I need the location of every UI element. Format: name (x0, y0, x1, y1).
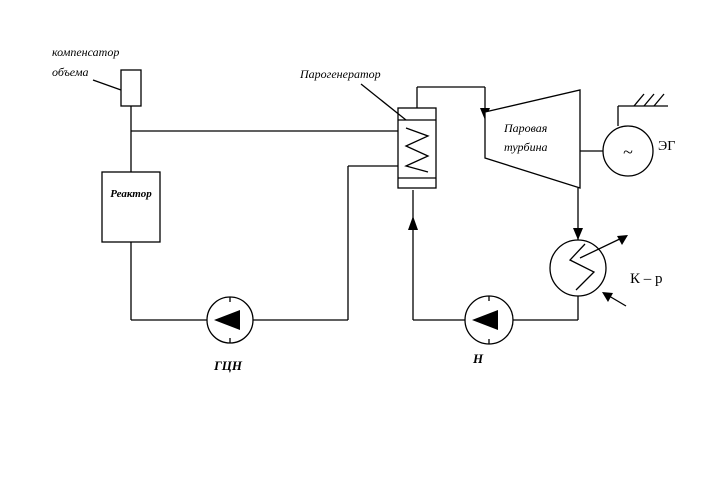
condenser-coil (568, 243, 596, 291)
feed-pump-arrow (472, 310, 498, 330)
cooling-in-arrow (602, 292, 613, 302)
compensator-leader (92, 79, 122, 91)
feed-pump: Н (464, 295, 514, 366)
steam-generator: Парогенератор (299, 67, 437, 189)
feed-line-arrow (408, 216, 418, 230)
volume-compensator: компенсатор объема (52, 45, 142, 107)
ground-hatch-2 (643, 93, 655, 107)
cooling-water-out (579, 235, 627, 259)
reactor: Реактор (101, 171, 161, 243)
ground-hatch-1 (633, 93, 645, 107)
ground-hatch-3 (653, 93, 665, 107)
generator-circle (602, 125, 654, 177)
reactor-label: Реактор (110, 188, 152, 200)
pipes (130, 86, 603, 321)
sg-coil (404, 127, 430, 173)
turbine-label-2: турбина (504, 140, 548, 154)
feed-pump-label: Н (472, 351, 484, 366)
generator-label: ЭГ (658, 139, 675, 154)
main-pump-label: ГЦН (213, 358, 243, 373)
sg-leader (360, 83, 407, 121)
exhaust-arrow (573, 228, 583, 240)
steam-generator-vessel (397, 107, 437, 189)
main-pump-arrow (214, 310, 240, 330)
compensator-label-2: объема (52, 65, 89, 79)
generator-symbol: ~ (623, 142, 633, 162)
electric-generator: ~ ЭГ (602, 93, 675, 177)
condenser: К – р (549, 235, 663, 307)
steam-generator-label: Парогенератор (299, 67, 381, 81)
compensator-label-1: компенсатор (52, 45, 119, 59)
condenser-label: К – р (630, 271, 663, 287)
turbine-label-1: Паровая (503, 121, 548, 135)
main-circulation-pump: ГЦН (206, 296, 254, 373)
cooling-out-arrow (617, 235, 628, 245)
compensator-vessel (120, 69, 142, 107)
turbine-body (484, 89, 581, 189)
steam-turbine: Паровая турбина (484, 89, 581, 189)
reactor-vessel (101, 171, 161, 243)
condenser-circle (549, 239, 607, 297)
